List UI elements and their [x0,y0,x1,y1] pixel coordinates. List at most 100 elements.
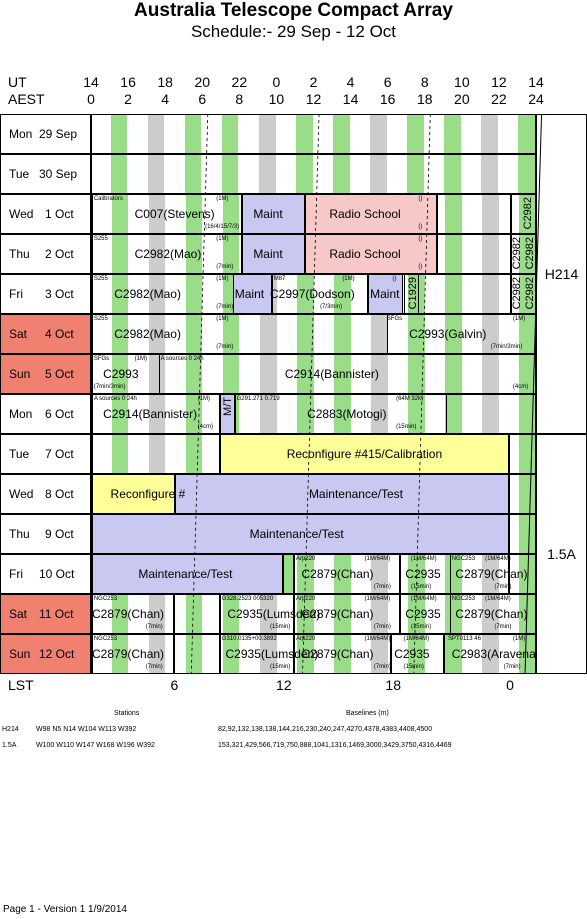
schedule-block [219,435,510,473]
schedule-block [219,635,295,673]
block-note: () [418,224,423,230]
day-of-week: Sat [9,607,28,621]
lst-band [221,115,239,153]
ut-tick: 22 [231,74,248,90]
lst-band [519,635,535,673]
block-label: Reconfigure #415/Calibration [286,447,443,461]
day-date: 30 Sep [39,167,78,181]
lst-band [407,115,424,153]
day-of-week: Thu [9,247,30,261]
lst-band [519,515,535,553]
block-label: C2914(Bannister) [103,407,198,421]
schedule-block [92,275,234,313]
lst-band [444,155,461,193]
lst-band [371,395,388,433]
lst-band [482,315,500,353]
block-note: (15min) [270,664,291,670]
lst-band [222,275,234,313]
schedule-row: Reconfigure #Maintenance/Test [91,474,536,514]
block-label: C2879(Chan) [92,647,165,661]
block-note: NGC253 [451,596,476,602]
block-label: C2982(Mao) [134,247,202,261]
day-date: 8 Oct [45,487,74,501]
block-note: (1M) [134,356,147,362]
lst-band [185,235,203,273]
aest-tick: 0 [87,91,95,107]
day-date: 4 Oct [45,327,74,341]
block-note: SFGs [93,356,110,362]
block-note: NGC253 [451,556,476,562]
baselines-h214: 82,92,132,138,138,144,216,230,240,247,42… [218,726,433,733]
lst-band [147,155,165,193]
stations-heading: Stations [114,710,140,717]
lst-band [185,355,203,393]
lst-band [148,195,166,233]
block-note: (1M) [197,396,211,402]
schedule-block [92,235,243,273]
day-of-week: Mon [9,407,33,421]
block-label: C2879(Chan) [92,607,165,621]
block-label: C2935 [394,647,430,661]
schedule-block [92,395,220,433]
block-note: S255 [93,316,108,322]
lst-band [519,235,535,273]
block-note: (7min) [216,264,234,270]
lst-band [482,635,500,673]
lst-band [450,555,462,593]
lst-band [482,595,500,633]
schedule-block [242,195,306,233]
lst-band [481,115,499,153]
lst-band [519,395,535,433]
block-note: (1M/64M) [364,596,391,602]
lst-band [333,155,350,193]
aest-tick: 4 [161,91,170,107]
ut-tick: 18 [157,74,173,90]
block-note: (1M/64M) [403,636,430,642]
schedule-block [173,595,220,633]
lst-band [371,635,388,673]
aest-tick: 12 [305,91,322,107]
schedule-block [399,555,451,593]
schedule-block [92,635,174,673]
schedule-block [368,275,404,313]
schedule-block [390,635,445,673]
lst-band [481,155,499,193]
schedule-block [436,195,512,233]
block-note: G310.0135+00.3892 [221,636,277,642]
lst-band [148,635,166,673]
block-note: (1M) [512,636,526,642]
block-note: G291.271 0.719 [236,396,280,402]
lst-band [148,275,166,313]
lst-band [371,555,388,593]
lst-band [222,195,240,233]
schedule-block [446,395,535,433]
aest-tick: 18 [416,91,433,107]
lst-band [110,115,128,153]
block-note: (7/3min) [320,304,343,310]
lst-line [302,114,320,674]
lst-band [482,355,500,393]
lst-band [259,315,277,353]
block-note: NGC253 [93,636,118,642]
lst-band [111,315,129,353]
lst-band [296,555,314,593]
ut-tick: 14 [528,74,544,90]
block-label: C2879(Chan) [301,607,374,621]
block-note: (1M/64M) [410,596,437,602]
page-footer: Page 1 - Version 1 1/9/2014 [3,904,127,915]
aest-tick: 2 [124,91,132,107]
block-label: C2982(Mao) [114,327,181,341]
lst-band [518,155,535,193]
lst-band [296,355,314,393]
ut-tick: 20 [194,74,211,90]
schedule-block [418,275,512,313]
